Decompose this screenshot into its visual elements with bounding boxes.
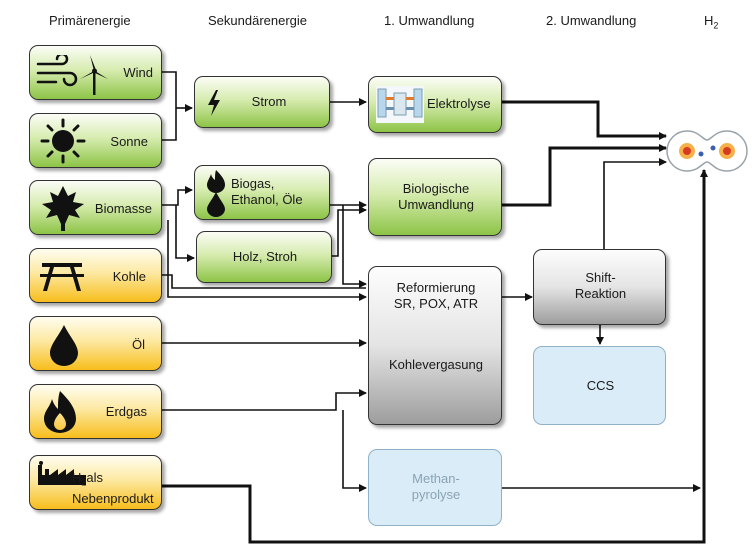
picnic-table-icon [40, 263, 84, 291]
header-sekundaerenergie: Sekundärenergie [208, 13, 308, 28]
label-erdgas: Erdgas [105, 404, 147, 419]
box-elektrolyse: Elektrolyse [368, 76, 502, 133]
line-biomasse-holz [175, 205, 195, 262]
line-wind-strom [162, 71, 177, 118]
box-sonne: Sonne [29, 113, 162, 168]
line-sonne-strom [162, 118, 177, 141]
header-zweite-umwandlung: 2. Umwandlung [546, 13, 637, 28]
wind-icon [36, 55, 108, 95]
label-kohle: Kohle [112, 269, 146, 284]
lightning-icon [208, 90, 220, 116]
leaf-icon [42, 186, 84, 231]
header-h2: H2 [704, 13, 719, 31]
label-biogas: Biogas,Ethanol, Öle [231, 176, 303, 207]
box-strom: Strom [194, 76, 330, 128]
box-methanpyrolyse: Methan-pyrolyse [368, 449, 502, 526]
label-oel: Öl [132, 337, 145, 352]
line-elektrolyse-h2 [502, 100, 667, 140]
box-erdgas: Erdgas [29, 384, 162, 439]
label-holz-stroh: Holz, Stroh [232, 249, 298, 264]
box-holz-stroh: Holz, Stroh [196, 231, 332, 283]
label-ccs: CCS [586, 378, 615, 393]
factory-icon [38, 461, 86, 485]
line-biogas-reform [342, 205, 367, 288]
label-methanpyrolyse: Methan-pyrolyse [411, 471, 461, 502]
label-biomasse: Biomasse [94, 201, 152, 216]
line-erdgas-kohlevergasung [162, 389, 367, 411]
box-oel: Öl [29, 316, 162, 371]
line-nebenprodukt-h2 [160, 169, 708, 544]
box-biogas: Biogas,Ethanol, Öle [194, 165, 330, 220]
drop-icon [50, 325, 78, 366]
header-erste-umwandlung: 1. Umwandlung [384, 13, 475, 28]
box-biomasse: Biomasse [29, 180, 162, 235]
line-kohle-reform [162, 274, 366, 289]
label-shift-reaktion: Shift-Reaktion [574, 270, 627, 301]
line-bio-h2 [502, 144, 667, 207]
header-primaerenergie: Primärenergie [49, 13, 131, 28]
label-kohlevergasung: Kohlevergasung [389, 357, 483, 372]
line-biomasse-reform [167, 220, 367, 301]
line-shift-h2 [603, 158, 667, 249]
flame-icon [44, 391, 76, 433]
label-sonne: Sonne [110, 134, 148, 149]
electrolyser-icon [376, 86, 424, 123]
line-holz-bio [332, 206, 367, 257]
label-elektrolyse: Elektrolyse [427, 96, 491, 111]
box-shift-reaktion: Shift-Reaktion [533, 249, 666, 325]
box-ccs: CCS [533, 346, 666, 425]
line-erdgas-methan [342, 410, 367, 492]
box-wind: Wind [29, 45, 162, 100]
flame-drop-icon [207, 170, 225, 217]
label-wind: Wind [123, 65, 153, 80]
line-biomasse-biogas [162, 186, 193, 206]
label-strom: Strom [251, 94, 287, 109]
sun-icon [40, 118, 86, 164]
box-kohle: Kohle [29, 248, 162, 303]
h2-molecule-icon [666, 130, 748, 172]
